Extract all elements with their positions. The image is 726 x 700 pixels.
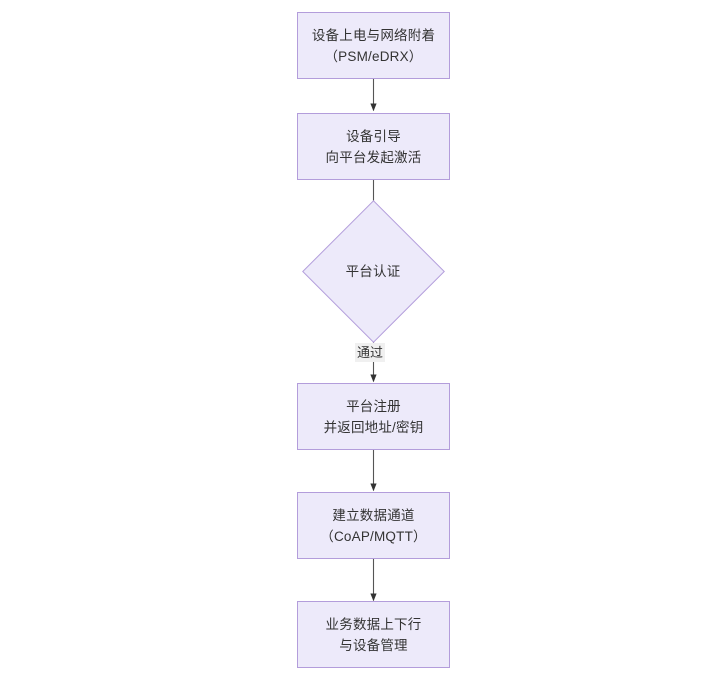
node-label: 业务数据上下行 与设备管理 <box>325 616 422 653</box>
node-establish-data-channel[interactable]: 建立数据通道 （CoAP/MQTT） <box>297 492 450 559</box>
node-platform-registration[interactable]: 平台注册 并返回地址/密钥 <box>297 383 450 450</box>
node-device-bootstrap[interactable]: 设备引导 向平台发起激活 <box>297 113 450 180</box>
node-business-data-and-device-management[interactable]: 业务数据上下行 与设备管理 <box>297 601 450 668</box>
node-label: 建立数据通道 （CoAP/MQTT） <box>320 507 427 544</box>
node-label: 设备上电与网络附着 （PSM/eDRX） <box>311 27 436 64</box>
node-label: 设备引导 向平台发起激活 <box>325 128 422 165</box>
node-label: 平台注册 并返回地址/密钥 <box>323 398 424 435</box>
node-platform-authentication[interactable]: 平台认证 <box>302 200 445 343</box>
node-device-power-on[interactable]: 设备上电与网络附着 （PSM/eDRX） <box>297 12 450 79</box>
node-label: 平台认证 <box>345 263 401 279</box>
edge-label-pass: 通过 <box>355 343 386 362</box>
